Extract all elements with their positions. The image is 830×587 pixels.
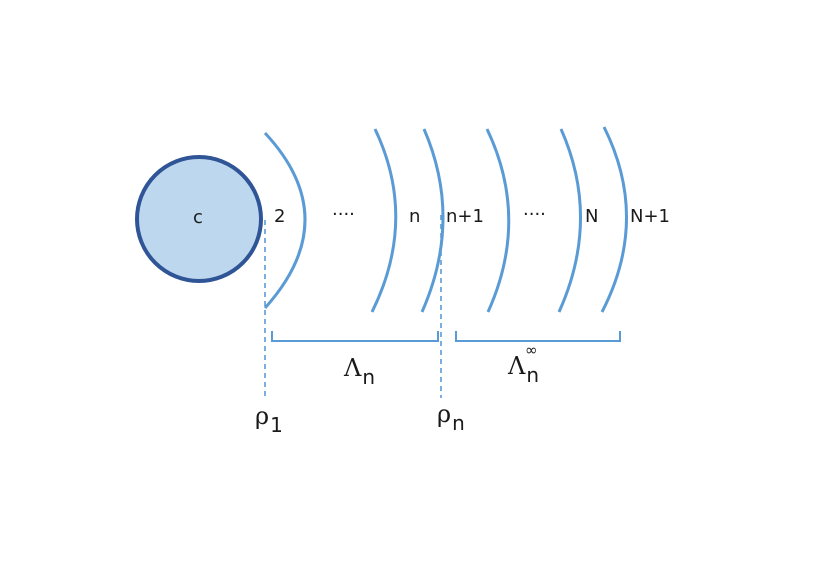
region-label-n-plus-1: n+1 (446, 206, 484, 227)
rho-1-base: ρ (255, 402, 270, 430)
shell-arc-1 (263, 131, 307, 310)
shell-arc-2 (370, 128, 398, 313)
lambda-n-inf-subscript: n (526, 363, 540, 387)
lambda-n-bracket (271, 331, 439, 342)
shell-arc-5 (557, 128, 582, 313)
core-label: c (193, 207, 203, 228)
rho-n-symbol: ρn (437, 400, 465, 433)
ellipsis-label-1: ···· (332, 204, 355, 225)
region-label-n: n (409, 206, 421, 227)
shell-arc-6 (600, 126, 628, 313)
lambda-n-base: Λ (344, 354, 362, 382)
lambda-n-subscript: n (362, 365, 376, 389)
rho-1-subscript: 1 (270, 413, 283, 437)
lambda-n-inf-superscript: ∞ (525, 341, 538, 359)
lambda-n-inf-symbol: Λ∞ n (508, 343, 539, 386)
rho-n-subscript: n (452, 411, 465, 435)
rho-n-base: ρ (437, 400, 452, 428)
region-label-2: 2 (274, 206, 286, 227)
lambda-n-inf-bracket (455, 331, 621, 342)
lambda-n-symbol: Λn (344, 354, 375, 387)
shell-arc-4 (485, 128, 511, 313)
lambda-n-inf-base: Λ (508, 352, 526, 380)
core-circle (135, 155, 263, 283)
ellipsis-label-2: ···· (523, 204, 546, 225)
region-label-N: N (585, 206, 599, 227)
shell-arc-3 (420, 128, 445, 313)
rho-1-symbol: ρ1 (255, 402, 283, 435)
region-label-N-plus-1: N+1 (630, 206, 670, 227)
